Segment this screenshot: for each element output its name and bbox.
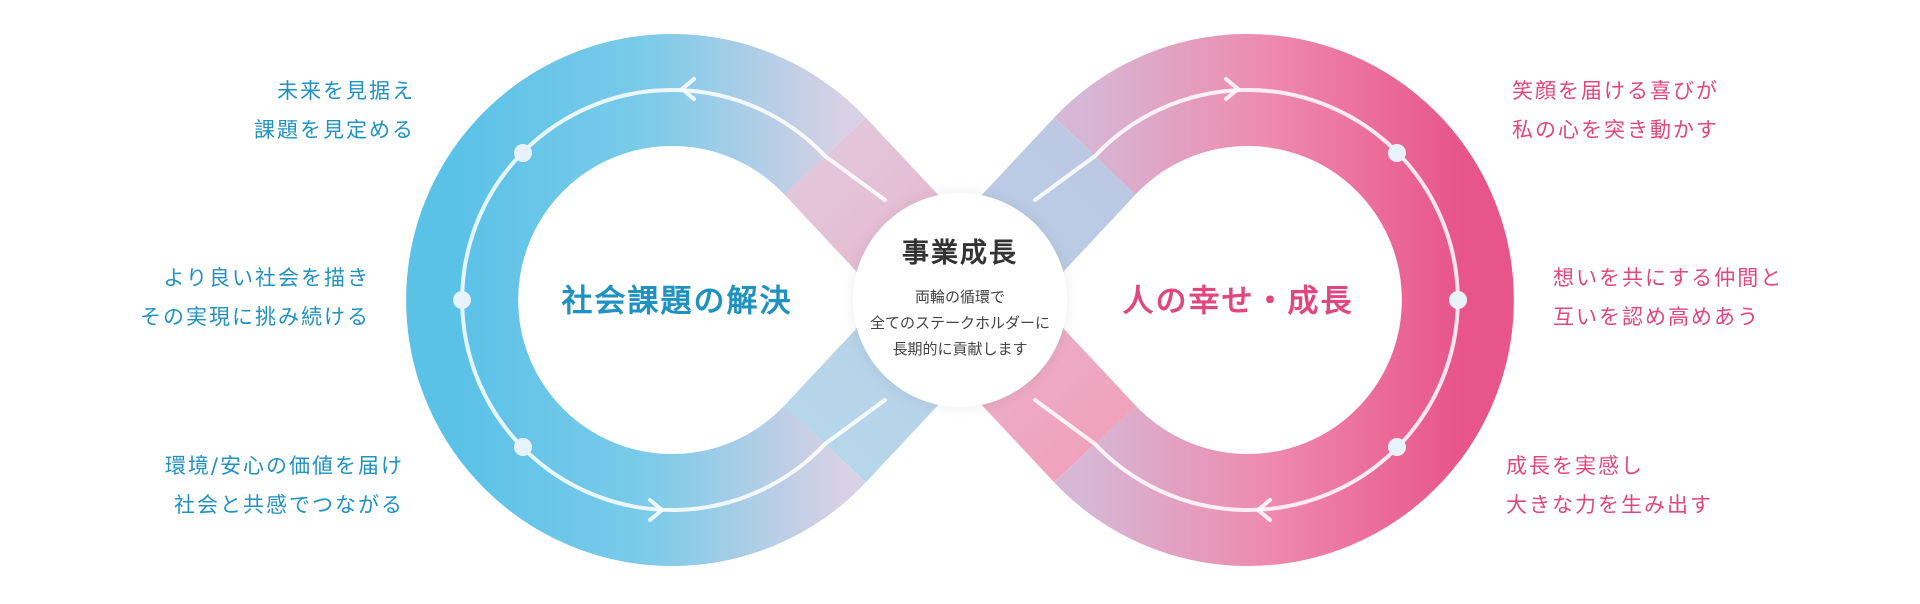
left-dot-3 xyxy=(514,438,532,456)
left-loop-title: 社会課題の解決 xyxy=(561,283,793,320)
left-dot-2 xyxy=(453,291,471,309)
right-label-3: 成長を実感し 大きな力を生み出す xyxy=(1506,454,1713,517)
arrow-right-top-icon xyxy=(1224,77,1242,101)
center-circle: 事業成長 両輪の循環で 全てのステークホルダーに 長期的に貢献します xyxy=(853,193,1067,407)
left-label-2: より良い社会を描き その実現に挑み続ける xyxy=(140,266,370,329)
right-dot-2 xyxy=(1449,291,1467,309)
right-dot-3 xyxy=(1388,438,1406,456)
right-label-1: 笑顔を届ける喜びが 私の心を突き動かす xyxy=(1512,79,1719,142)
right-loop-title: 人の幸せ・成長 xyxy=(1122,283,1354,320)
right-dot-1 xyxy=(1388,144,1406,162)
left-label-1: 未来を見据え 課題を見定める xyxy=(254,79,415,142)
arrow-left-top-icon xyxy=(678,77,696,101)
arrow-right-bottom-icon xyxy=(1254,498,1272,522)
left-dot-1 xyxy=(514,144,532,162)
left-label-3: 環境/安心の価値を届け 社会と共感でつながる xyxy=(164,454,404,517)
right-label-2: 想いを共にする仲間と 互いを認め高めあう xyxy=(1553,266,1784,329)
arrow-left-bottom-icon xyxy=(648,498,666,522)
center-description: 両輪の循環で 全てのステークホルダーに 長期的に貢献します xyxy=(869,288,1050,358)
center-title: 事業成長 xyxy=(902,238,1018,269)
